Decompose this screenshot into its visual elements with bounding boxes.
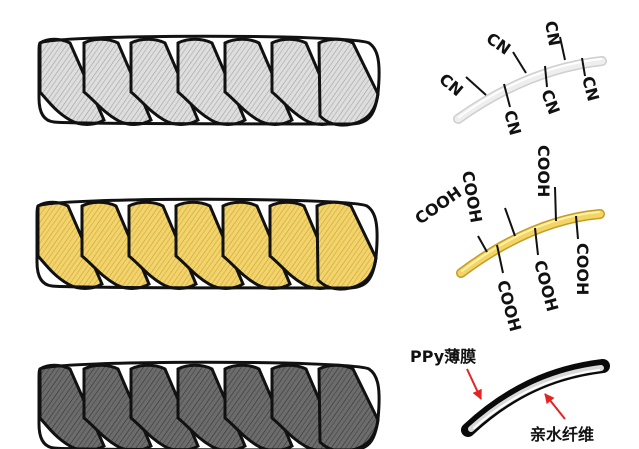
ppy-inner-fiber — [468, 365, 604, 432]
cn-label-2: CN — [500, 108, 525, 137]
cooh-bond-5 — [554, 186, 557, 222]
white-rope — [37, 34, 381, 127]
cooh-bond-2 — [496, 244, 504, 274]
cooh-bond-3 — [504, 207, 516, 237]
gold-rope-outline — [35, 197, 379, 290]
cooh-bond-1 — [477, 235, 488, 253]
dark-rope-segment — [317, 363, 380, 449]
cn-label-3: CN — [483, 29, 514, 59]
gold-rope-segment — [315, 200, 378, 291]
white-rope-segment — [317, 37, 380, 127]
ppy-panel: PPy薄膜 亲水纤维 — [410, 347, 610, 444]
cooh-label-6: COOH — [573, 243, 592, 295]
gold-rope — [35, 197, 379, 291]
white-rope-outline — [37, 34, 381, 126]
dark-rope-segment — [129, 363, 200, 449]
dark-rope-segment — [176, 363, 247, 449]
dark-rope-segments — [38, 363, 380, 449]
gold-rope-segments — [36, 200, 378, 291]
cooh-label-1: COOH — [411, 183, 465, 229]
cooh-label-5: COOH — [534, 145, 553, 197]
ppy-film-label: PPy薄膜 — [410, 347, 476, 366]
cooh-bond-4 — [534, 227, 539, 256]
dark-rope-segment — [82, 363, 153, 449]
hydrophilic-fiber-label: 亲水纤维 — [530, 425, 594, 444]
dark-rope-segment — [223, 363, 294, 449]
cooh-panel: COOH COOH COOH COOH COOH COOH — [411, 145, 605, 334]
cn-bond-3 — [512, 51, 527, 74]
dark-rope — [37, 360, 381, 449]
white-rope-segments — [38, 37, 380, 127]
cn-label-5: CN — [541, 19, 564, 47]
cooh-fiber-highlight — [461, 211, 600, 272]
ppy-outer-film — [461, 359, 610, 437]
cn-fiber — [454, 57, 606, 123]
cn-bond-6 — [581, 57, 586, 77]
cooh-bond-6 — [575, 215, 579, 240]
cn-label-1: CN — [435, 70, 466, 101]
cooh-fiber — [457, 210, 604, 277]
cn-fiber-highlight — [458, 58, 602, 118]
cooh-label-2: COOH — [493, 278, 525, 333]
cn-bond-5 — [559, 36, 566, 61]
cn-label-6: CN — [578, 74, 603, 103]
film-arrow — [466, 368, 482, 400]
cn-bond-4 — [544, 65, 548, 88]
cn-bond-2 — [503, 83, 511, 108]
cn-panel: CN CN CN CN CN CN — [435, 19, 607, 137]
dark-rope-outline — [37, 360, 381, 449]
fiber-arrow — [544, 393, 566, 420]
ppy-fiber-core — [473, 369, 600, 429]
cooh-label-4: COOH — [530, 258, 562, 313]
cn-label-4: CN — [537, 87, 563, 117]
cn-bond-1 — [465, 76, 487, 96]
